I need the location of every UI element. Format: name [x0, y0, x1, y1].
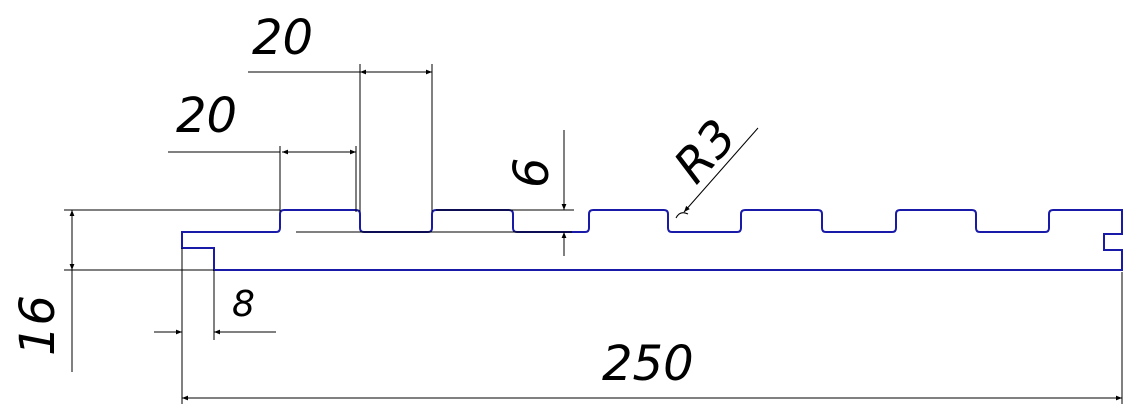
tongue-label: 8 [232, 284, 255, 325]
groove-depth-label: 6 [504, 157, 560, 188]
dimension-land-width: 20 [168, 88, 357, 212]
groove-width-label: 20 [252, 10, 313, 66]
dimension-groove-width: 20 [248, 10, 433, 212]
thickness-label: 16 [10, 295, 66, 356]
overall-width-label: 250 [602, 336, 694, 392]
dimension-thickness: 16 [10, 209, 280, 372]
dimension-groove-depth: 6 [296, 130, 574, 256]
radius-label: R3 [663, 109, 747, 194]
dimension-tongue: 8 [154, 248, 276, 340]
land-width-label: 20 [176, 88, 237, 144]
board-profile-outline [181, 209, 1123, 271]
dimension-radius: R3 [663, 109, 759, 219]
dimension-overall-width: 250 [181, 272, 1123, 404]
